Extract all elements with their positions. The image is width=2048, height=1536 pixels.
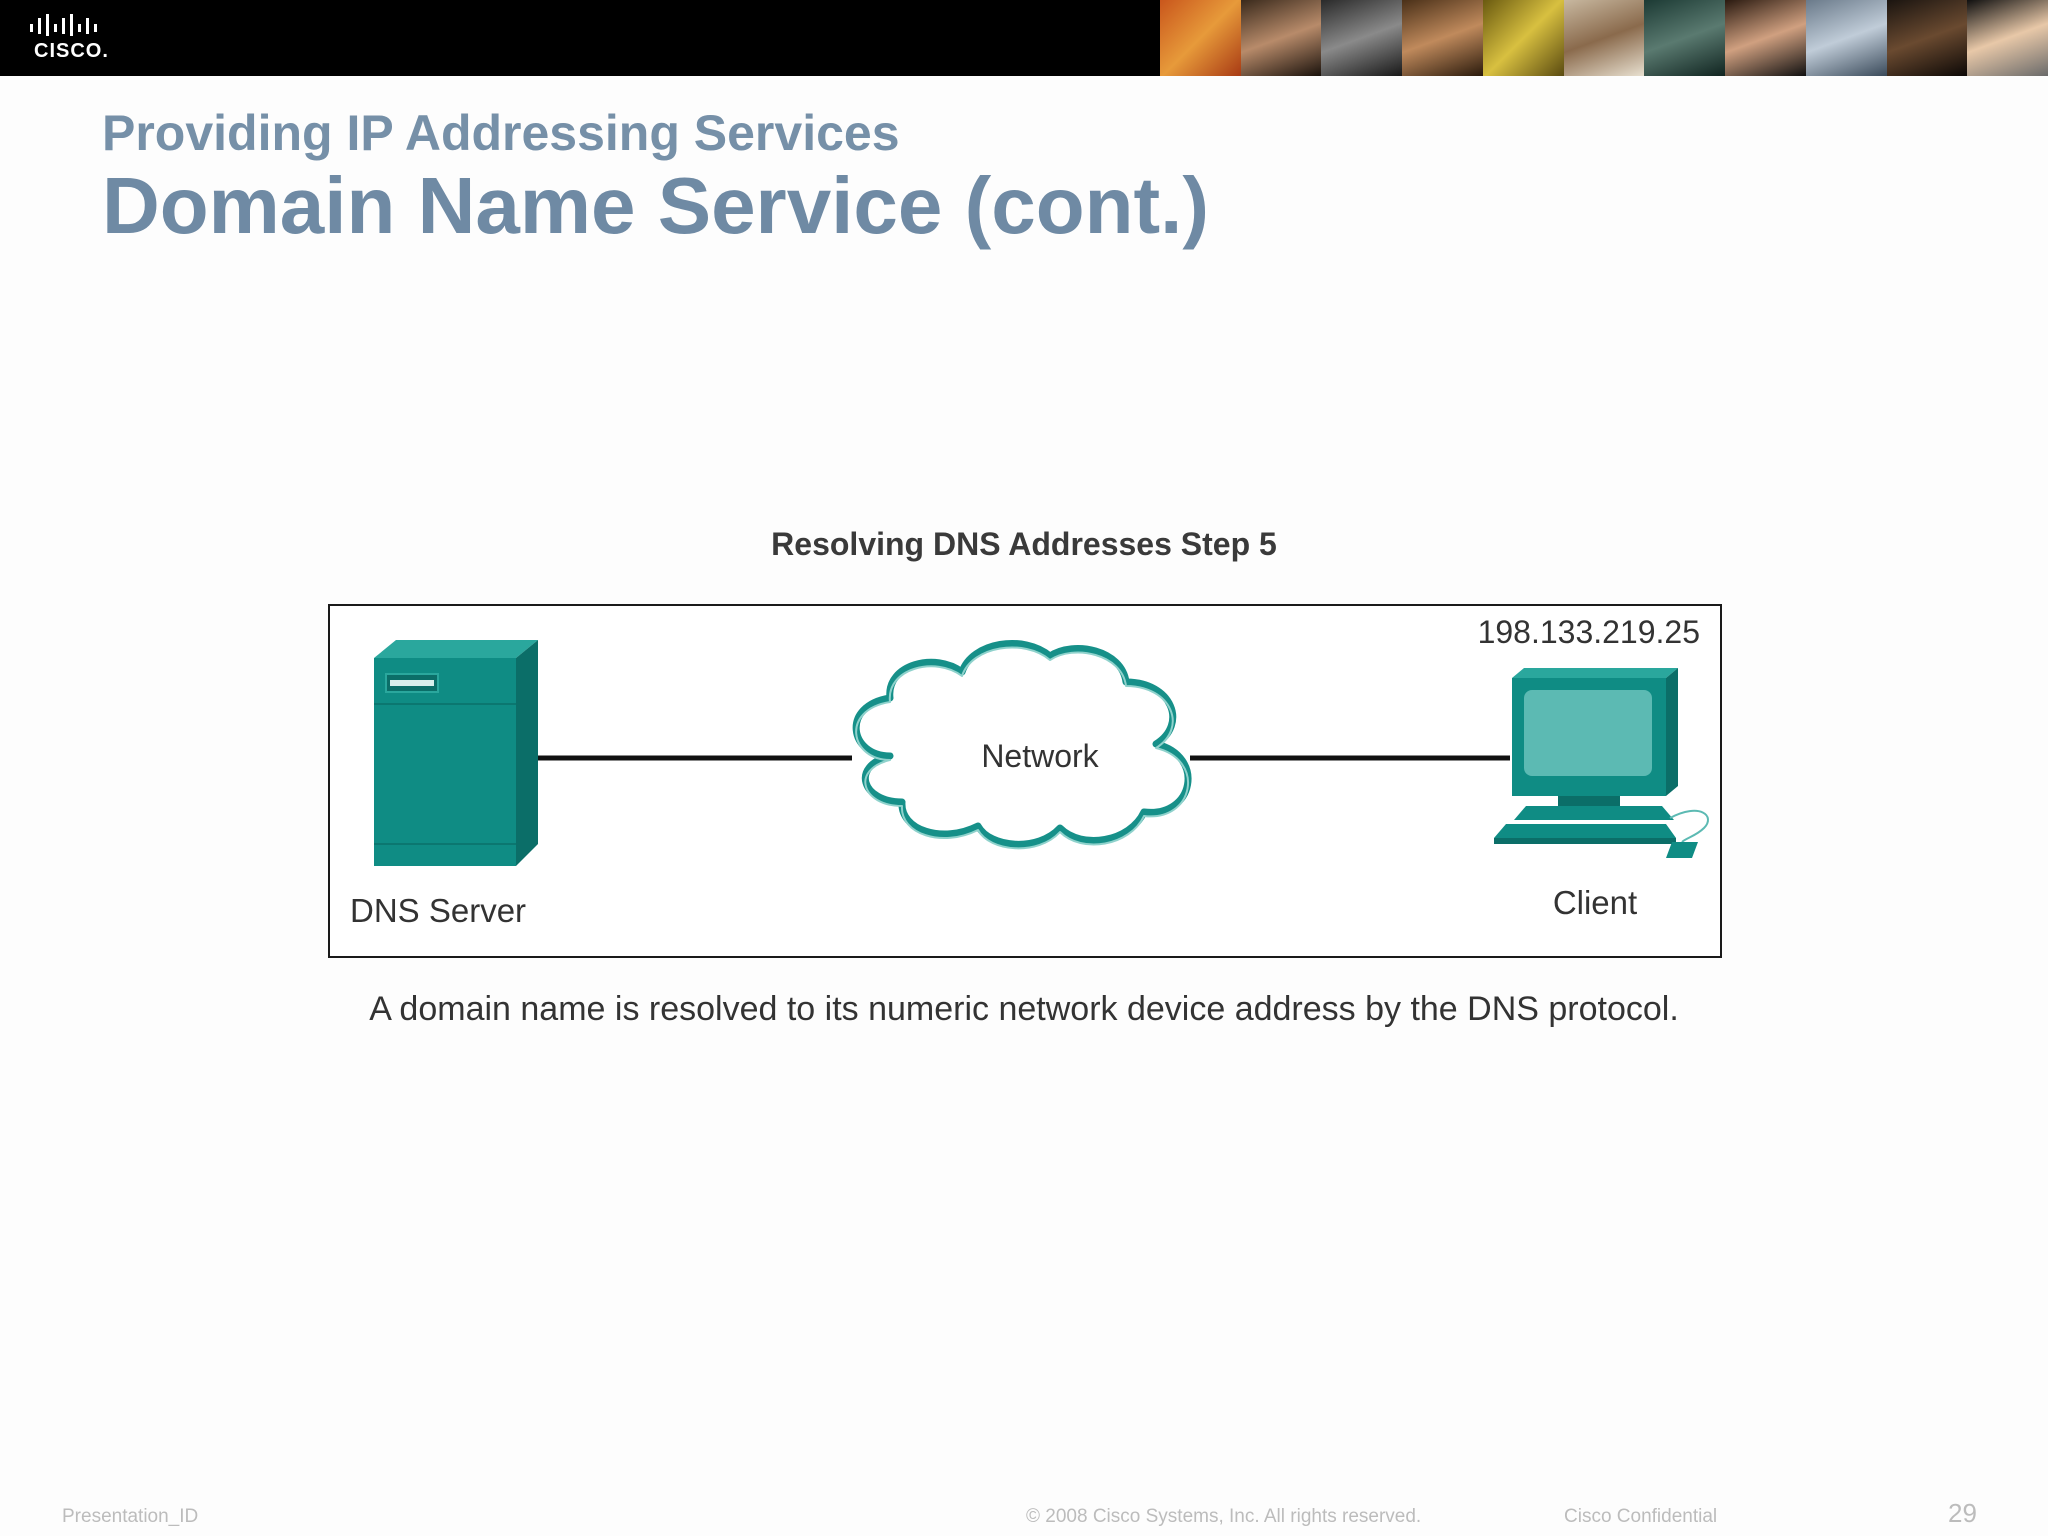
banner-photo bbox=[1886, 0, 1968, 76]
slide-subtitle: Providing IP Addressing Services bbox=[102, 105, 900, 161]
dns-diagram: 198.133.219.25 Network DNS Server Client bbox=[328, 604, 1722, 958]
cisco-bars-icon bbox=[30, 14, 97, 36]
figure-caption: A domain name is resolved to its numeric… bbox=[369, 990, 1679, 1028]
figure-title: Resolving DNS Addresses Step 5 bbox=[771, 526, 1277, 562]
banner-photo-strip bbox=[1160, 0, 2048, 76]
footer-presentation-id: Presentation_ID bbox=[62, 1506, 199, 1527]
cisco-logo: CISCO. bbox=[28, 14, 118, 62]
slide-title: Domain Name Service (cont.) bbox=[102, 161, 1209, 250]
page-number: 29 bbox=[1948, 1498, 1977, 1528]
network-label: Network bbox=[981, 738, 1099, 774]
banner-photo bbox=[1805, 0, 1887, 76]
top-banner: CISCO. bbox=[0, 0, 2048, 76]
banner-photo bbox=[1402, 0, 1483, 76]
server-icon bbox=[374, 640, 538, 866]
footer-confidential: Cisco Confidential bbox=[1564, 1506, 1718, 1527]
banner-photo bbox=[1482, 0, 1564, 76]
dns-server-label: DNS Server bbox=[350, 892, 527, 929]
banner-photo bbox=[1644, 0, 1726, 76]
banner-photo bbox=[1160, 0, 1241, 76]
client-computer-icon bbox=[1494, 668, 1709, 858]
banner-photo bbox=[1321, 0, 1403, 76]
dns-diagram-canvas bbox=[374, 640, 1709, 866]
banner-photo bbox=[1240, 0, 1322, 76]
banner-photo bbox=[1967, 0, 2048, 76]
banner-photo bbox=[1563, 0, 1645, 76]
client-ip-label: 198.133.219.25 bbox=[1477, 614, 1700, 650]
client-label: Client bbox=[1552, 884, 1638, 921]
footer-copyright: © 2008 Cisco Systems, Inc. All rights re… bbox=[1026, 1506, 1422, 1527]
cisco-wordmark: CISCO. bbox=[34, 40, 109, 62]
banner-photo bbox=[1725, 0, 1806, 76]
network-cloud-icon bbox=[852, 640, 1192, 850]
